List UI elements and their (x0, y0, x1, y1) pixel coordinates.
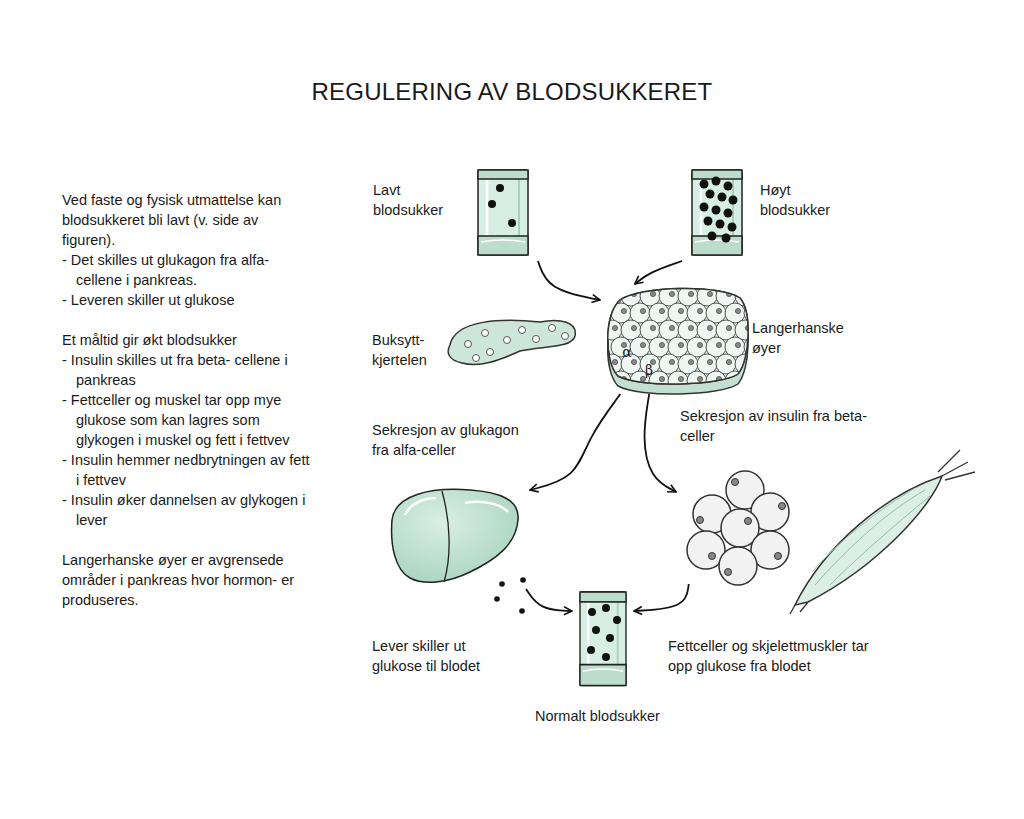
flow-arrow (530, 394, 620, 490)
bullet-note: - Fettceller og muskel tar opp mye gluko… (62, 390, 310, 450)
flow-arrow (645, 394, 676, 492)
note-text: Ved faste og fysisk utmattelse kan blods… (62, 190, 310, 250)
node-label: Buksytt- kjertelen (372, 330, 442, 370)
text-column: Ved faste og fysisk utmattelse kan blods… (62, 190, 310, 610)
bullet-note: - Insulin skilles ut fra beta- cellene i… (62, 350, 310, 390)
islet-cell (611, 371, 631, 391)
flow-arrow (526, 589, 572, 611)
bullet-note: - Leveren skiller ut glukose (62, 290, 310, 310)
tube-high (692, 170, 742, 255)
cell-symbol: β (642, 362, 656, 378)
fat-cells (687, 471, 789, 585)
pancreas (448, 320, 575, 364)
islet-of-langerhans (602, 286, 764, 394)
bullet-note: - Insulin øker dannelsen av glykogen i l… (62, 490, 310, 530)
diagram-node: Lavt blodsukker (478, 170, 528, 255)
islet-cell (668, 371, 688, 391)
node-label: Høyt blodsukker (760, 180, 852, 220)
diagram-node: Buksytt- kjertelen (447, 318, 577, 368)
diagram-node: Fettceller og skjelettmuskler tar opp gl… (680, 462, 970, 612)
flow-arrow (635, 261, 682, 284)
edge-label: Sekresjon av insulin fra beta- celler (680, 406, 885, 446)
skeletal-muscle (790, 450, 975, 614)
node-label: Fettceller og skjelettmuskler tar opp gl… (668, 636, 888, 676)
islet-cell (744, 371, 764, 391)
flow-arrow (634, 584, 689, 611)
node-label: Lever skiller ut glukose til blodet (372, 636, 512, 676)
bullet-note: - Det skilles ut glukagon fra alfa-celle… (62, 250, 310, 290)
cell-symbol: α (620, 344, 634, 360)
liver (392, 489, 526, 613)
tube-low (478, 170, 528, 255)
diagram-node: Langerhanske øyerαβ (606, 286, 750, 388)
diagram-title: REGULERING AV BLODSUKKERET (0, 78, 1024, 106)
node-label: Langerhanske øyer (752, 318, 852, 358)
islet-cell (725, 371, 745, 391)
node-label: Normalt blodsukker (535, 706, 675, 726)
islet-cell (687, 371, 707, 391)
edge-label: Sekresjon av glukagon fra alfa-celler (372, 420, 537, 460)
note-text: Langerhanske øyer er avgrensede områder … (62, 550, 310, 610)
bullet-note: - Insulin hemmer nedbrytningen av fett i… (62, 450, 310, 490)
flow-arrow (538, 261, 600, 300)
node-label: Lavt blodsukker (373, 180, 461, 220)
tube-normal (580, 592, 626, 686)
diagram-node: Normalt blodsukker (578, 592, 628, 687)
note-text: Et måltid gir økt blodsukker (62, 330, 310, 350)
diagram-node: Lever skiller ut glukose til blodet (388, 487, 520, 587)
diagram-node: Høyt blodsukker (692, 170, 742, 255)
